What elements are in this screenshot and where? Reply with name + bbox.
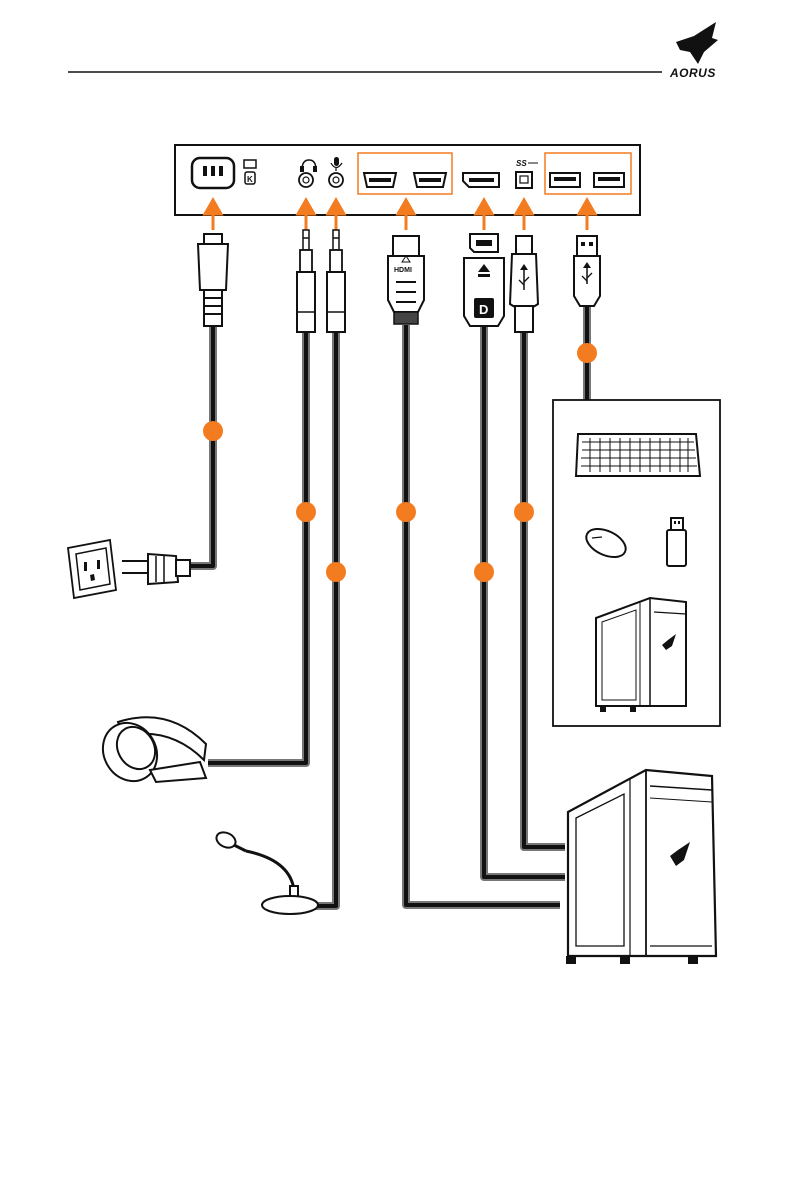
step-marker [326, 562, 346, 582]
step-marker [396, 502, 416, 522]
step-marker [474, 562, 494, 582]
power-plug-icon [122, 554, 190, 584]
svg-text:K: K [247, 175, 253, 184]
usb-a-port-icon [594, 173, 624, 187]
power-socket-icon [192, 158, 234, 188]
headphones-icon [92, 713, 206, 791]
displayport-plug-icon: D [464, 234, 504, 326]
svg-text:SS: SS [516, 159, 527, 168]
hdmi-plug-label: HDMI [394, 267, 412, 274]
step-marker [577, 343, 597, 363]
usb-a-port-icon [550, 173, 580, 187]
keyboard-icon [576, 434, 700, 476]
cables [190, 305, 587, 906]
hdmi-plug-icon: HDMI [388, 236, 424, 324]
microphone-stand-icon [214, 829, 318, 914]
displayport-plug-label: D [479, 302, 488, 317]
step-marker [296, 502, 316, 522]
hdmi-port-icon [414, 173, 446, 187]
step-marker [514, 502, 534, 522]
step-markers [203, 343, 597, 582]
aorus-logo-text: AORUS [669, 66, 716, 80]
power-plug-icon [198, 234, 228, 326]
displayport-icon [463, 173, 499, 187]
pc-tower-icon [596, 598, 686, 712]
audio-plug-icon [327, 230, 345, 332]
usb-b-plug-icon [510, 236, 538, 332]
pc-tower-icon [566, 770, 716, 964]
wall-outlet-icon [68, 540, 116, 598]
aorus-eagle-icon [676, 22, 718, 64]
usb-peripherals-box [553, 400, 720, 726]
kensington-lock-icon: K [244, 160, 256, 184]
aorus-logo: AORUS [669, 22, 718, 80]
step-marker [203, 421, 223, 441]
hdmi-port-icon [364, 173, 396, 187]
audio-plug-icon [297, 230, 315, 332]
usb-a-plug-icon [574, 236, 600, 306]
